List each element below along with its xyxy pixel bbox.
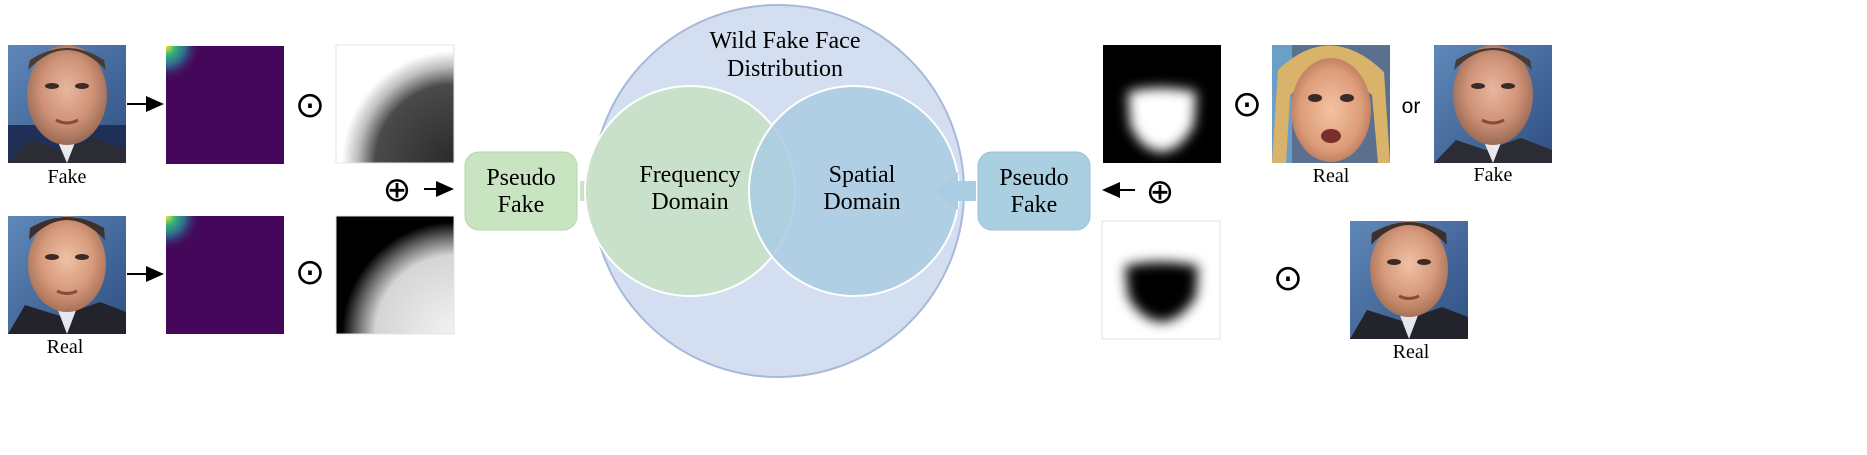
spatial-mask-top <box>1103 45 1221 163</box>
or-label: or <box>1402 95 1421 118</box>
fake-face-image <box>8 45 126 163</box>
fake-label: Fake <box>48 166 87 188</box>
hadamard-symbol-left-top: ⊙ <box>295 84 325 125</box>
pseudo-fake-left-line1: Pseudo <box>486 165 555 191</box>
frequency-domain-line2: Domain <box>651 189 728 215</box>
spatial-mask-bottom <box>1101 220 1221 340</box>
pseudo-fake-box-spatial <box>977 151 1091 231</box>
hadamard-symbol-left-bottom: ⊙ <box>295 251 325 292</box>
arrow-into-spatial-domain <box>935 172 976 210</box>
frequency-domain-line1: Frequency <box>639 162 740 188</box>
real-frequency-spectrum <box>166 216 284 334</box>
fake-label-right: Fake <box>1474 164 1513 186</box>
frequency-mask-top <box>335 44 455 164</box>
real-label-right-bottom: Real <box>1393 341 1430 363</box>
real-woman-face-image <box>1272 45 1390 163</box>
pseudo-fake-right-line1: Pseudo <box>999 165 1068 191</box>
spatial-domain-line1: Spatial <box>829 162 896 188</box>
real-label-left: Real <box>47 336 84 358</box>
pseudo-fake-box-frequency <box>464 151 578 231</box>
hadamard-symbol-right-top: ⊙ <box>1232 83 1262 124</box>
spatial-domain-line2: Domain <box>823 189 900 215</box>
real-face-image <box>8 216 126 334</box>
distribution-title-line1: Wild Fake Face <box>710 28 861 54</box>
real-label-right-top: Real <box>1313 165 1350 187</box>
frequency-mask-bottom <box>335 215 455 335</box>
distribution-title-line2: Distribution <box>727 56 843 82</box>
fake-face-image-right <box>1434 45 1552 163</box>
pseudo-fake-left-line2: Fake <box>498 192 545 218</box>
oplus-symbol-right: ⊕ <box>1146 173 1175 211</box>
fake-frequency-spectrum <box>166 46 284 164</box>
oplus-symbol-left: ⊕ <box>383 171 412 209</box>
real-face-image-right <box>1350 221 1468 339</box>
pseudo-fake-right-line2: Fake <box>1011 192 1058 218</box>
hadamard-symbol-right-bottom: ⊙ <box>1273 257 1303 298</box>
